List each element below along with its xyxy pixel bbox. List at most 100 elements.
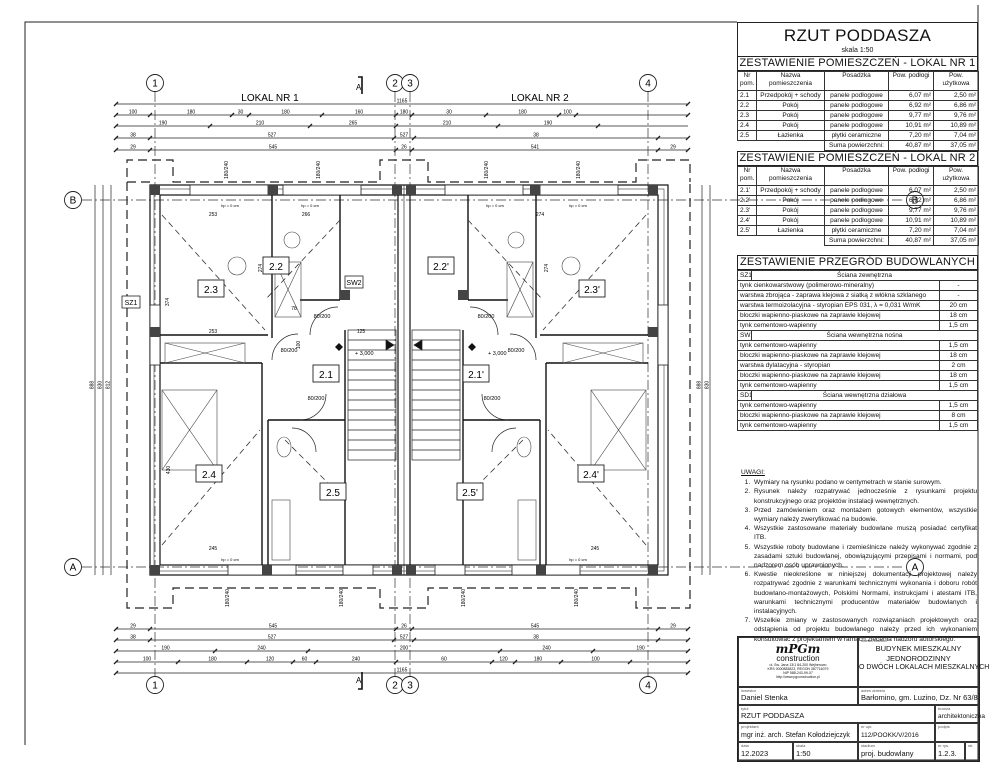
section-mark-icon <box>358 672 363 690</box>
dimension-tick <box>113 626 119 632</box>
dimension-label: 30 <box>446 110 452 116</box>
window-size-label: 180/240 <box>574 589 580 607</box>
layer-name: tynk cementowo-wapienny <box>737 400 940 411</box>
dimension-label: 830 <box>98 381 104 390</box>
room-number: 2.1 <box>319 370 333 381</box>
table-row: bloczki wapienno-piaskowe na zaprawie kl… <box>737 350 979 361</box>
axis-label: 3 <box>407 79 413 90</box>
wall-tag-box <box>121 295 141 309</box>
dimension-label: 38 <box>130 635 136 641</box>
room-label-box <box>462 364 490 383</box>
column <box>648 327 658 337</box>
dimension-tick <box>113 147 119 153</box>
level-marker-icon <box>468 343 476 351</box>
room-number: 2.2' <box>433 262 449 273</box>
dimension-tick <box>175 659 181 665</box>
field-label: podpis <box>938 724 950 729</box>
room-label-box <box>195 464 223 483</box>
room-number: 2.3 <box>204 285 218 296</box>
field-label: branża <box>938 706 951 711</box>
table-cell: panele podłogowe <box>824 185 889 196</box>
dimension-tick <box>147 112 153 118</box>
axis-label: 2 <box>392 681 398 692</box>
table-cell: 6,92 m² <box>888 100 934 111</box>
table-row: warstwa termoizolacyjna - styropian EPS … <box>737 300 979 311</box>
dimension-label: 545 <box>531 624 540 630</box>
wall-tag-box <box>344 275 364 289</box>
axis-label: 3 <box>407 681 413 692</box>
dimension-tick <box>244 659 250 665</box>
object-line: O DWÓCH LOKALACH MIESZKALNYCH <box>859 664 989 671</box>
note-item: Rysunek należy rozpatrywać jednocześnie … <box>752 487 977 505</box>
table-cell: 6,92 m² <box>888 195 934 206</box>
dimension-tick <box>655 135 661 141</box>
axis-label: 1 <box>152 681 158 692</box>
table-cell: 2.3 <box>737 110 757 121</box>
sheet-title-box: RZUT PODDASZA skala 1:50 <box>737 22 978 56</box>
room-label-box <box>456 482 484 501</box>
room-label-box <box>427 256 455 275</box>
dimension-label: 38 <box>533 133 539 139</box>
partition-group-row: SW2Ściana wewnętrzna nośna <box>737 330 978 341</box>
dimension-label: 180 <box>518 110 527 116</box>
dimension-label: 210 <box>256 121 265 127</box>
column <box>392 185 402 195</box>
dimension-tick <box>556 112 562 118</box>
inner-dimension-label: 374 <box>165 298 171 307</box>
partition-name: Ściana zewnętrzna <box>751 270 978 281</box>
table-cell: Przedpokój + schody <box>756 90 825 101</box>
column <box>536 565 546 575</box>
partition-name: Ściana wewnętrzna działowa <box>751 390 978 401</box>
dimension-tick <box>113 135 119 141</box>
layer-thickness: 18 cm <box>938 350 979 361</box>
dimension-tick <box>558 659 564 665</box>
sill-height-label: hp = 0 cm <box>569 203 587 208</box>
dimension-label: 190 <box>159 121 168 127</box>
room-label-box <box>197 279 225 298</box>
sill-height-label: hp = 0 cm <box>221 203 239 208</box>
dimension-label: 240 <box>352 657 361 663</box>
logo-detail: KRS 0000883823, REGON 387716079 <box>767 667 829 671</box>
dimension-label: 265 <box>349 121 358 127</box>
dimension-label: 29 <box>130 624 136 630</box>
layer-name: warstwa zbrojąca - zaprawa klejowa z sia… <box>737 290 940 301</box>
unit-label-lokal-1: LOKAL NR 1 <box>241 93 299 104</box>
field-label: str. <box>968 743 974 748</box>
dimension-label: 60 <box>441 657 447 663</box>
dimension-label: 527 <box>400 133 409 139</box>
dimension-label: 527 <box>268 635 277 641</box>
table-cell: 6,86 m² <box>933 100 979 111</box>
axis-label: 4 <box>645 681 651 692</box>
room-number: 2.3' <box>584 285 600 296</box>
door-size-label: 80/200 <box>314 314 331 320</box>
table-row: bloczki wapienno-piaskowe na zaprawie kl… <box>737 410 979 421</box>
axis-label: A <box>70 563 77 574</box>
logo-detail: ul. Sw. Jana 13/1 84-200 Wejherowo <box>769 663 827 667</box>
dimension-label: 527 <box>268 133 277 139</box>
axis-bubble <box>906 558 924 576</box>
dimension-label: 100 <box>129 110 138 116</box>
dimension-label: 180 <box>281 110 290 116</box>
dimension-tick <box>393 626 399 632</box>
dimension-tick <box>411 135 417 141</box>
column <box>406 185 416 195</box>
field-label: nr rys. <box>938 743 950 748</box>
note-item: Przed zamówieniem oraz montażem gotowych… <box>752 506 977 524</box>
table-cell: 2.4' <box>737 215 757 226</box>
table-cell: 2.1 <box>737 90 757 101</box>
dimension-tick <box>409 112 415 118</box>
level-marker-icon <box>335 343 343 351</box>
sheet-number-cell: str. <box>965 742 979 761</box>
inner-dimension-label: 253 <box>209 329 218 335</box>
axis-bubble <box>64 558 82 576</box>
table-heading: ZESTAWIENIE POMIESZCZEŃ - LOKAL NR 2 <box>737 151 978 166</box>
dimension-tick <box>207 123 213 129</box>
dimension-tick <box>483 112 489 118</box>
dimension-label: 190 <box>544 121 553 127</box>
dimension-tick <box>147 637 153 643</box>
layer-name: warstwa dylatacyjna - styropian <box>737 360 940 371</box>
room-number: 2.5' <box>462 488 478 499</box>
